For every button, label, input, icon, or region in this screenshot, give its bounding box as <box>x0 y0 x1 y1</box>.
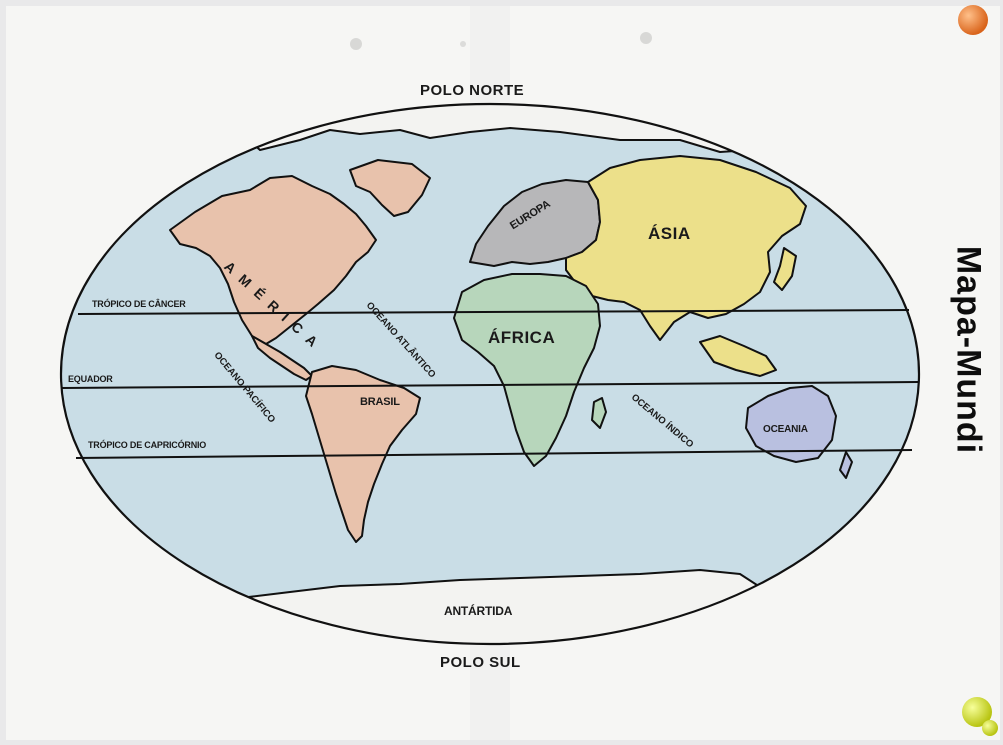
new-zealand <box>839 451 853 479</box>
punch-hole <box>460 41 466 47</box>
antarctica-label: ANTÁRTIDA <box>444 604 513 618</box>
oceania-label: OCEANIA <box>763 424 808 435</box>
asia-label: ÁSIA <box>648 224 691 243</box>
equator-line <box>61 381 919 389</box>
yellow-push-pin <box>962 697 992 727</box>
equator-label: EQUADOR <box>68 374 113 384</box>
north-america <box>169 175 377 345</box>
asia <box>565 155 807 341</box>
brazil-label: BRASIL <box>360 396 400 408</box>
australia <box>745 385 837 463</box>
south-pole-label: POLO SUL <box>440 654 521 671</box>
tropic-of-capricorn-line <box>75 449 913 459</box>
yellow-push-pin-head <box>982 720 998 736</box>
punch-hole <box>640 32 652 44</box>
orange-push-pin <box>958 5 988 35</box>
madagascar <box>591 397 607 429</box>
south-america <box>305 365 421 543</box>
japan <box>773 247 797 291</box>
map-title: Mapa-Mundi <box>949 245 988 455</box>
greenland <box>349 159 431 217</box>
africa-label: ÁFRICA <box>488 328 556 347</box>
tropic-of-cancer-line <box>77 309 910 315</box>
tropic-of-capricorn-label: TRÓPICO DE CAPRICÓRNIO <box>88 440 207 450</box>
ocean-area <box>61 104 919 644</box>
africa <box>453 273 601 467</box>
punch-hole <box>350 38 362 50</box>
southeast-asia-islands <box>699 335 777 377</box>
central-america <box>251 335 313 381</box>
north-pole-label: POLO NORTE <box>420 82 525 99</box>
map-oval-border <box>59 102 921 646</box>
tropic-of-cancer-label: TRÓPICO DE CÂNCER <box>92 299 186 309</box>
